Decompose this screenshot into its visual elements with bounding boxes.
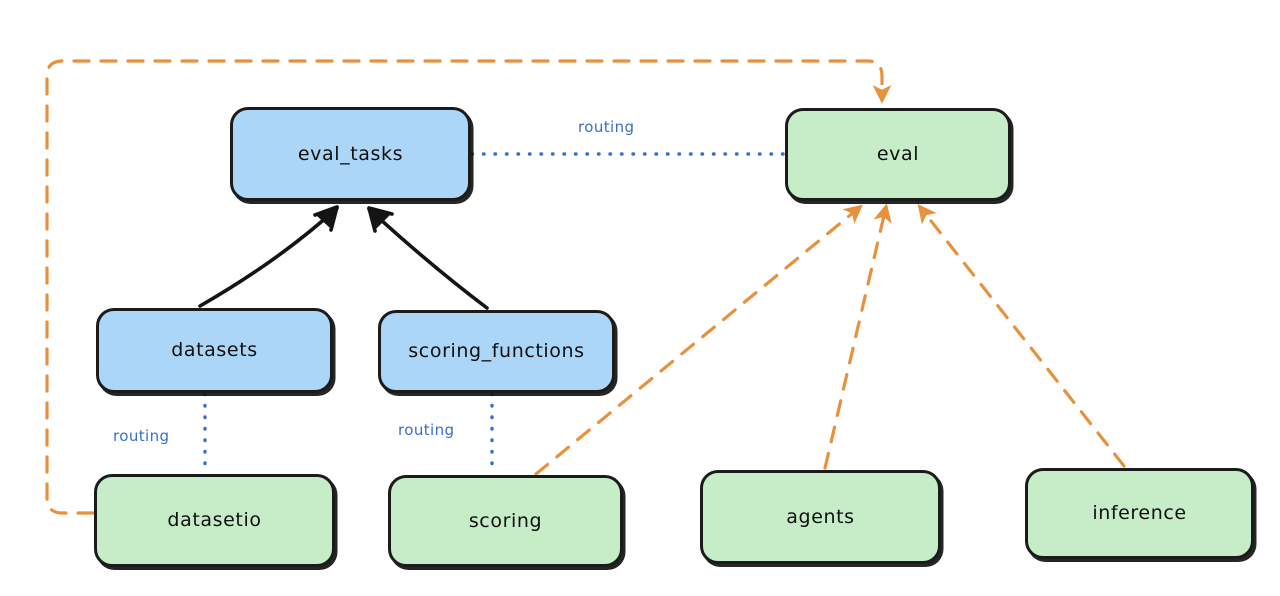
edge-inference-to-eval: [917, 204, 1126, 468]
node-inference[interactable]: inference: [1025, 468, 1254, 559]
node-label: datasets: [171, 339, 258, 362]
node-label: datasetio: [167, 509, 262, 532]
edge-agents-to-eval: [823, 203, 892, 470]
node-label: eval_tasks: [297, 142, 404, 165]
node-label: eval: [876, 143, 920, 166]
node-label: agents: [786, 505, 855, 528]
node-scoring[interactable]: scoring: [388, 475, 623, 567]
node-datasets[interactable]: datasets: [96, 308, 333, 393]
node-eval-tasks[interactable]: eval_tasks: [230, 107, 471, 201]
edge-label-routing-datasetio: routing: [113, 427, 170, 445]
node-label: inference: [1092, 502, 1187, 525]
node-eval[interactable]: eval: [785, 108, 1011, 201]
edge-label-routing-eval: routing: [578, 118, 635, 136]
node-label: scoring_functions: [408, 340, 585, 363]
edge-scoring_functions-to-eval_tasks: [367, 206, 489, 310]
node-agents[interactable]: agents: [700, 470, 941, 564]
node-label: scoring: [468, 509, 543, 532]
node-scoring-functions[interactable]: scoring_functions: [378, 310, 615, 393]
edge-label-routing-scoring: routing: [398, 421, 455, 439]
node-datasetio[interactable]: datasetio: [94, 474, 335, 567]
edge-datasets-to-eval_tasks: [198, 205, 339, 308]
